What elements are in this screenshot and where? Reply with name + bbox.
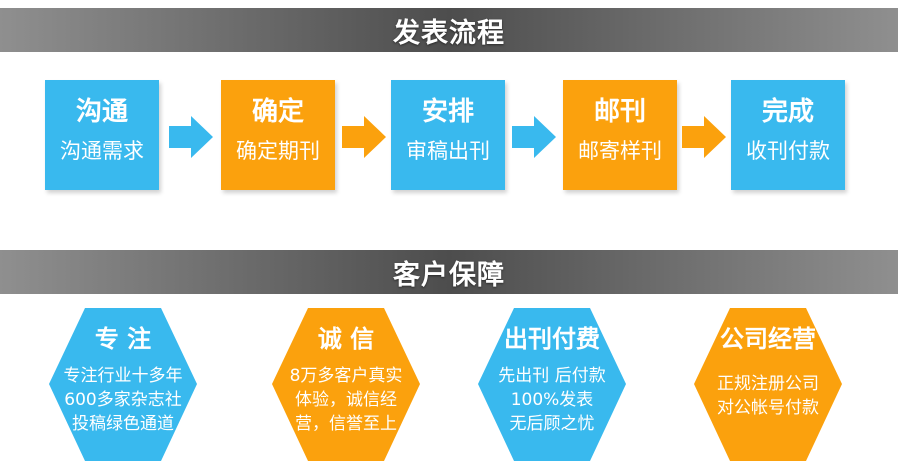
hex-line: 正规注册公司 — [717, 374, 819, 394]
hex-line: 600多家杂志社 — [64, 390, 182, 410]
hex-pay-after-publish: 出刊付费 先出刊 后付款 100%发表 无后顾之忧 — [476, 306, 628, 463]
hex-company: 公司经营 正规注册公司 对公帐号付款 — [692, 306, 844, 463]
hex-title: 出刊付费 — [504, 325, 600, 353]
hex-line: 对公帐号付款 — [717, 398, 819, 418]
hex-line: 先出刊 后付款 — [498, 366, 606, 386]
step-confirm: 确定 确定期刊 — [221, 80, 335, 190]
hex-line: 无后顾之忧 — [509, 414, 595, 434]
hex-line: 营，信誉至上 — [295, 414, 397, 434]
hex-title: 公司经营 — [720, 325, 816, 353]
arrow-right-icon — [512, 116, 556, 158]
hex-description: 正规注册公司 对公帐号付款 — [702, 372, 834, 420]
step-subtitle: 确定期刊 — [236, 139, 320, 163]
hex-line: 专注行业十多年 — [63, 366, 183, 386]
step-subtitle: 邮寄样刊 — [578, 139, 662, 163]
step-arrange: 安排 审稿出刊 — [391, 80, 505, 190]
step-title: 安排 — [421, 97, 474, 127]
step-title: 完成 — [761, 97, 814, 127]
guarantee-title: 客户保障 — [393, 259, 505, 291]
step-subtitle: 收刊付款 — [746, 139, 830, 163]
arrow-right-icon — [169, 116, 213, 158]
step-subtitle: 审稿出刊 — [406, 139, 490, 163]
step-title: 邮刊 — [593, 97, 646, 127]
hex-line: 8万多客户真实 — [289, 366, 403, 386]
hex-title: 诚 信 — [317, 325, 375, 353]
hex-title: 专 注 — [94, 325, 152, 353]
hexagon-shape — [49, 308, 197, 461]
hex-line: 100%发表 — [510, 390, 594, 410]
hexagon-shape — [694, 308, 842, 461]
hex-line: 体验，诚信经 — [295, 390, 397, 410]
hex-focus: 专 注 专注行业十多年 600多家杂志社 投稿绿色通道 — [47, 306, 199, 463]
guarantee-banner: 客户保障 — [0, 250, 898, 294]
process-banner: 发表流程 — [0, 8, 898, 52]
hexagon-shape — [272, 308, 420, 461]
hexagon-shape — [478, 308, 626, 461]
step-title: 确定 — [251, 97, 304, 127]
step-mail: 邮刊 邮寄样刊 — [563, 80, 677, 190]
step-title: 沟通 — [75, 97, 128, 127]
hex-integrity: 诚 信 8万多客户真实 体验，诚信经 营，信誉至上 — [270, 306, 422, 463]
hex-description: 8万多客户真实 体验，诚信经 营，信誉至上 — [280, 364, 412, 436]
hex-line: 投稿绿色通道 — [72, 414, 174, 434]
step-communicate: 沟通 沟通需求 — [45, 80, 159, 190]
hex-description: 专注行业十多年 600多家杂志社 投稿绿色通道 — [57, 364, 189, 436]
arrow-right-icon — [682, 116, 726, 158]
step-subtitle: 沟通需求 — [60, 139, 144, 163]
step-complete: 完成 收刊付款 — [731, 80, 845, 190]
process-title: 发表流程 — [393, 17, 505, 49]
arrow-right-icon — [342, 116, 386, 158]
hex-description: 先出刊 后付款 100%发表 无后顾之忧 — [486, 364, 618, 436]
